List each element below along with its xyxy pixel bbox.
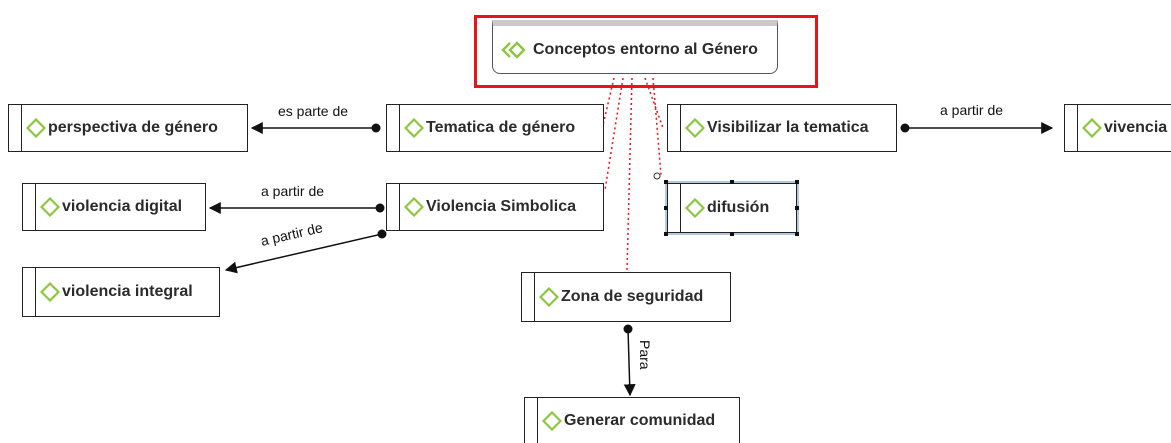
node-label: Violencia Simbolica bbox=[426, 198, 576, 215]
edge-label-es-parte-de: es parte de bbox=[278, 103, 348, 119]
node-tematica-de-genero[interactable]: Tematica de género bbox=[386, 104, 604, 152]
diamond-icon bbox=[404, 118, 424, 138]
node-label: vivencia bbox=[1104, 119, 1168, 136]
anchor-circle[interactable] bbox=[653, 172, 661, 180]
node-label: violencia digital bbox=[62, 198, 183, 215]
diamond-icon bbox=[26, 118, 46, 138]
node-label: Tematica de género bbox=[426, 119, 576, 136]
resize-handle[interactable] bbox=[664, 232, 668, 236]
node-label: Zona de seguridad bbox=[561, 288, 704, 305]
resize-handle[interactable] bbox=[730, 180, 734, 184]
node-bar bbox=[525, 398, 538, 443]
diamond-icon bbox=[40, 282, 60, 302]
node-bar bbox=[668, 105, 681, 151]
edge-label-para: Para bbox=[637, 340, 653, 370]
resize-handle[interactable] bbox=[664, 180, 668, 184]
root-dotted-connectors bbox=[602, 77, 664, 271]
edge-a-partir-de-vivencia[interactable] bbox=[900, 122, 1054, 134]
diamond-icon bbox=[542, 410, 562, 431]
resize-handle[interactable] bbox=[795, 180, 799, 184]
diamond-icon bbox=[404, 197, 424, 217]
node-bar bbox=[23, 268, 36, 316]
double-diamond-icon bbox=[501, 40, 526, 59]
node-label: difusión bbox=[707, 199, 770, 216]
edge-label-a-partir-de-integral: a partir de bbox=[259, 219, 324, 249]
node-violencia-simbolica[interactable]: Violencia Simbolica bbox=[386, 183, 604, 231]
diamond-icon bbox=[539, 287, 559, 307]
node-bar bbox=[387, 105, 400, 151]
node-label: violencia integral bbox=[62, 283, 193, 300]
node-bar bbox=[9, 105, 22, 151]
resize-handle[interactable] bbox=[795, 206, 799, 210]
node-bar bbox=[668, 184, 681, 232]
node-label: Visibilizar la tematica bbox=[707, 119, 869, 136]
edge-label-a-partir-de-digital: a partir de bbox=[261, 183, 324, 199]
node-label: Generar comunidad bbox=[564, 411, 716, 429]
diamond-icon bbox=[40, 197, 60, 217]
edge-es-parte-de[interactable] bbox=[250, 122, 381, 134]
node-generar-comunidad[interactable]: Generar comunidad bbox=[524, 397, 740, 443]
root-concept-label: Conceptos entorno al Género bbox=[533, 40, 758, 58]
node-zona-de-seguridad[interactable]: Zona de seguridad bbox=[521, 272, 731, 322]
edge-para[interactable] bbox=[623, 324, 636, 397]
resize-handle[interactable] bbox=[730, 232, 734, 236]
node-violencia-integral[interactable]: violencia integral bbox=[22, 267, 220, 317]
node-perspectiva-de-genero[interactable]: perspectiva de género bbox=[8, 104, 248, 152]
node-vivencia[interactable]: vivencia bbox=[1064, 104, 1171, 152]
node-bar bbox=[387, 184, 400, 230]
node-label: perspectiva de género bbox=[48, 119, 218, 136]
node-difusion[interactable]: difusión bbox=[665, 181, 799, 235]
diamond-icon bbox=[1082, 118, 1102, 138]
diamond-icon bbox=[685, 198, 705, 218]
root-concept-node[interactable]: Conceptos entorno al Género bbox=[492, 20, 778, 74]
node-visibilizar-la-tematica[interactable]: Visibilizar la tematica bbox=[667, 104, 897, 152]
diamond-icon bbox=[685, 118, 705, 138]
node-violencia-digital[interactable]: violencia digital bbox=[22, 183, 206, 231]
resize-handle[interactable] bbox=[664, 206, 668, 210]
node-bar bbox=[23, 184, 36, 230]
node-bar bbox=[522, 273, 535, 321]
resize-handle[interactable] bbox=[795, 232, 799, 236]
node-bar bbox=[1065, 105, 1078, 151]
edge-a-partir-de-digital[interactable] bbox=[208, 202, 385, 214]
edge-label-a-partir-de-vivencia: a partir de bbox=[940, 102, 1003, 118]
edge-a-partir-de-integral[interactable] bbox=[224, 229, 387, 274]
selection-highlight bbox=[474, 15, 818, 88]
